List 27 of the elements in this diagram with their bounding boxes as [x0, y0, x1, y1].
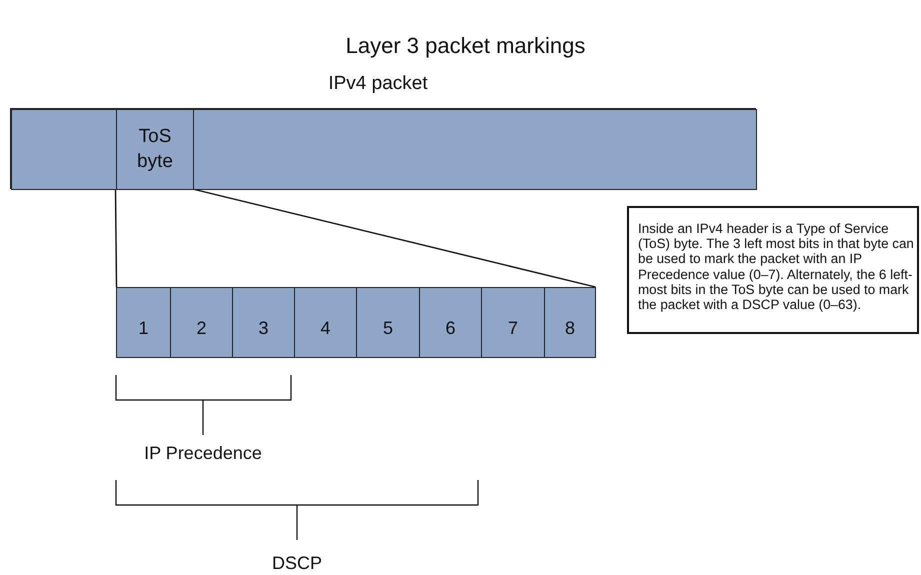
bit-number: 1 [138, 317, 148, 340]
bracket-label: IP Precedence [144, 443, 262, 464]
bit-cell [116, 287, 171, 358]
note-text: Inside an IPv4 header is a Type of Service (ToS) byte. The 3 left most bits in that byte can be used to mark the packet with an IP Precedence value (0–7). Alternately, the 6 left-most bits in the ToS byte can be used to mark the packet with a DSCP value (0–63). [638, 221, 915, 312]
bit-cell [481, 287, 545, 358]
bit-cell [170, 287, 233, 358]
field-label: ToS byte [136, 125, 174, 174]
note-box [627, 206, 919, 334]
bit-number: 7 [508, 317, 518, 340]
bit-cell [419, 287, 482, 358]
packet-field [11, 109, 117, 190]
bit-cell [544, 287, 596, 358]
bracket-label: DSCP [272, 553, 322, 574]
tos-byte-field [116, 109, 194, 190]
bit-number: 5 [382, 317, 393, 340]
diagram-title: Layer 3 packet markings [344, 33, 586, 59]
bit-number: 2 [196, 317, 206, 340]
bit-cell [356, 287, 420, 358]
bit-number: 3 [258, 317, 268, 340]
packet-field [193, 109, 757, 190]
bit-cell [232, 287, 295, 358]
packet-heading: IPv4 packet [327, 73, 429, 95]
projection-line [114, 189, 118, 287]
bit-number: 6 [445, 317, 456, 340]
bit-cell [294, 287, 357, 358]
bit-number: 4 [320, 317, 330, 340]
bit-number: 8 [564, 317, 575, 340]
